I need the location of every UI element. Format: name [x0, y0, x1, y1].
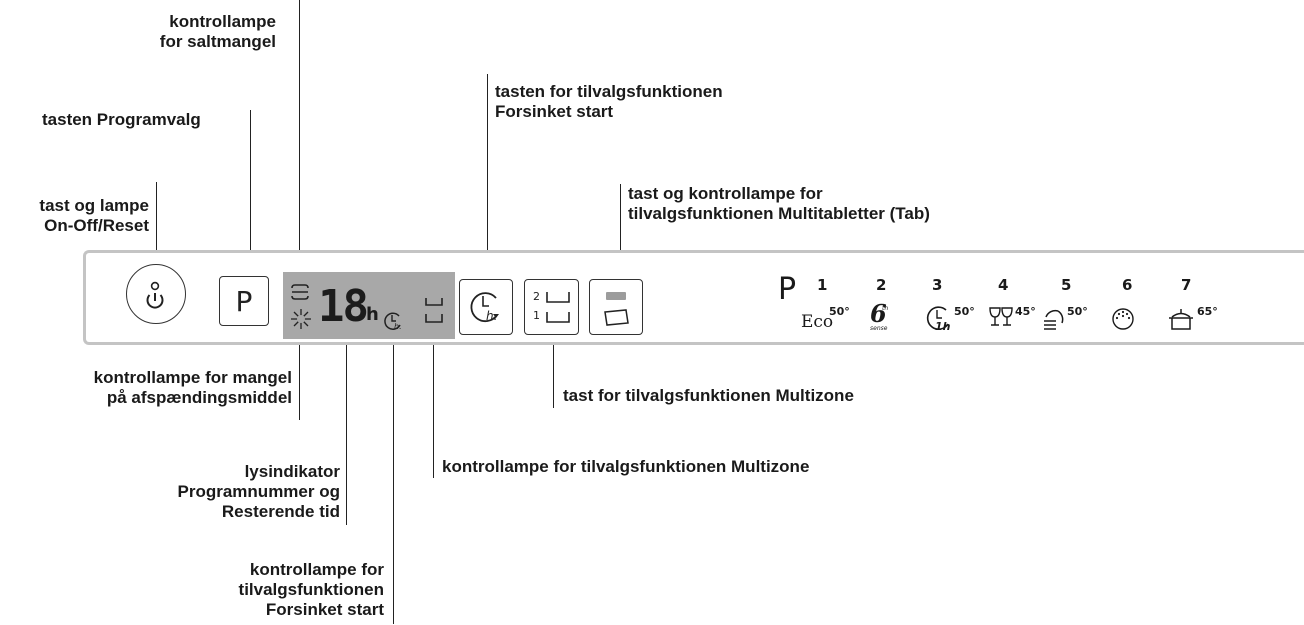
- sixth-sense-text: sense: [870, 325, 888, 332]
- plates-icon: [1044, 309, 1064, 330]
- label-delay-lamp: kontrollampe for tilvalgsfunktionen Fors…: [238, 560, 384, 619]
- leader-program-key: [250, 110, 252, 276]
- sixth-sense-icon: 6 th sense: [870, 299, 888, 332]
- program-number-7: 7: [1181, 276, 1192, 294]
- label-onoff: tast og lampe On-Off/Reset: [39, 196, 149, 235]
- display-digits: 18: [318, 281, 369, 332]
- label-rinse-lamp: kontrollampe for mangel på afspændingsmi…: [93, 368, 292, 407]
- program-select-button[interactable]: P: [219, 276, 269, 326]
- eco-text: Eco: [801, 312, 834, 332]
- multizone-icon: [546, 292, 570, 323]
- multizone-lower-number: 1: [533, 309, 540, 322]
- program-7-temp: 65°: [1197, 305, 1218, 318]
- delay-clock-icon: h.: [470, 292, 499, 323]
- label-program-display: lysindikator Programnummer og Resterende…: [177, 462, 340, 521]
- program-1-temp: 50°: [829, 305, 850, 318]
- delay-lamp-h-text: h.: [394, 322, 402, 331]
- program-number-3: 3: [932, 276, 943, 294]
- leader-delay-lamp: [393, 338, 395, 624]
- leader-onoff: [156, 182, 158, 264]
- multizone-upper-number: 2: [533, 290, 540, 303]
- program-number-4: 4: [998, 276, 1009, 294]
- delay-start-button[interactable]: h.: [459, 279, 513, 335]
- multizone-lamp-icon: [425, 298, 443, 323]
- one-hour-text: 1h: [935, 320, 951, 333]
- program-number-5: 5: [1061, 276, 1072, 294]
- leader-rinse: [299, 324, 301, 420]
- leader-tab-key: [620, 184, 622, 268]
- label-multizone-key: tast for tilvalgsfunktionen Multizone: [563, 386, 854, 405]
- tab-lamp: [606, 292, 626, 300]
- quick-wash-icon: [1112, 308, 1134, 330]
- label-tab-key: tast og kontrollampe for tilvalgsfunktio…: [628, 184, 930, 223]
- program-5-temp: 50°: [1067, 305, 1088, 318]
- leader-multizone-lamp: [433, 332, 435, 478]
- multitab-button[interactable]: [589, 279, 643, 335]
- delay-lamp-icon: h.: [384, 312, 402, 331]
- display-unit: h: [366, 304, 379, 325]
- pot-icon: [1169, 309, 1193, 330]
- label-program-key: tasten Programvalg: [42, 110, 201, 129]
- program-number-1: 1: [817, 276, 828, 294]
- onoff-button[interactable]: [126, 264, 186, 324]
- salt-icon: [291, 284, 309, 300]
- leader-program-display: [346, 335, 348, 525]
- program-key-letter: P: [235, 285, 253, 318]
- label-delay-key: tasten for tilvalgsfunktionen Forsinket …: [495, 82, 723, 121]
- label-salt-lamp: kontrollampe for saltmangel: [159, 12, 276, 51]
- program-number-6: 6: [1122, 276, 1133, 294]
- power-icon: [146, 281, 164, 309]
- program-number-2: 2: [876, 276, 887, 294]
- leader-salt: [299, 0, 301, 285]
- label-multizone-lamp: kontrollampe for tilvalgsfunktionen Mult…: [442, 457, 810, 476]
- programs-title: P: [778, 272, 797, 307]
- wine-glasses-icon: [989, 307, 1013, 326]
- rinse-aid-icon: [291, 309, 311, 329]
- leader-delay-key: [487, 74, 489, 271]
- program-4-temp: 45°: [1015, 305, 1036, 318]
- svg-text:6: 6: [870, 299, 887, 328]
- one-hour-icon: 1h: [926, 306, 951, 333]
- leader-multizone-key: [553, 338, 555, 408]
- tablet-icon: [604, 309, 629, 326]
- multizone-button[interactable]: 2 1: [524, 279, 579, 335]
- program-3-temp: 50°: [954, 305, 975, 318]
- svg-text:th: th: [882, 305, 888, 312]
- delay-button-h-text: h.: [486, 309, 497, 323]
